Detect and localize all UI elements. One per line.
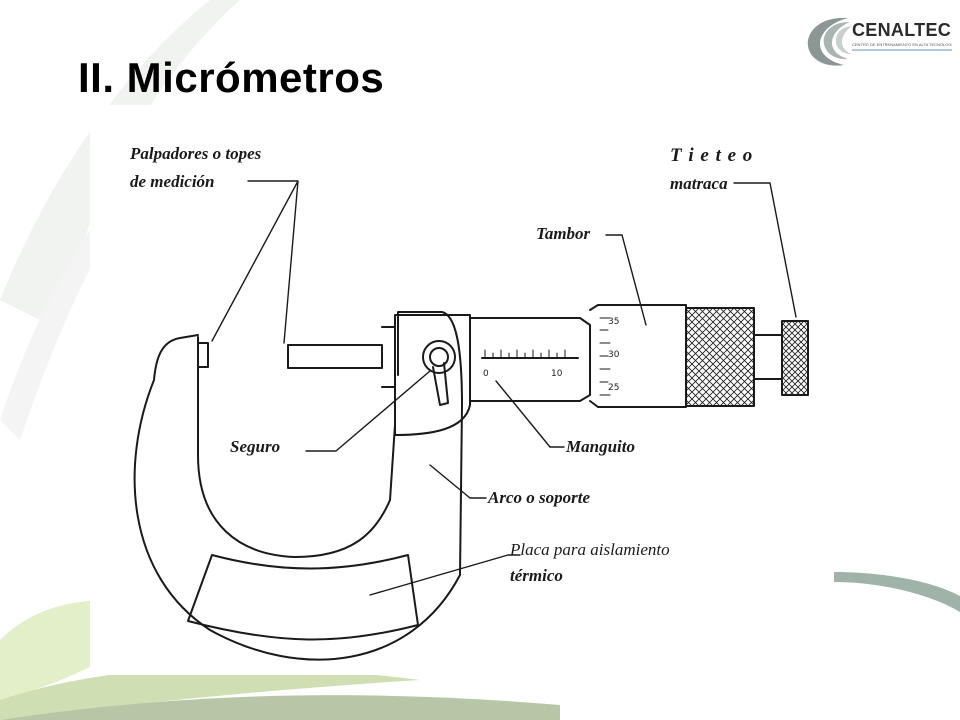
label-manguito: Manguito <box>566 437 635 456</box>
label-tambor: Tambor <box>536 224 591 243</box>
sleeve-mark-10: 10 <box>551 369 563 379</box>
sleeve <box>469 317 591 402</box>
lock-knob <box>429 347 449 367</box>
lock-ring <box>422 340 456 374</box>
spindle <box>287 344 383 369</box>
label-trinquete-line1: T i e t e o <box>670 145 754 166</box>
logo-subtitle: CENTRO DE ENTRENAMIENTO EN ALTA TECNOLOG… <box>852 42 952 47</box>
ratchet-shaft <box>753 334 783 380</box>
leader-seguro <box>305 370 431 452</box>
label-trinquete-line2: matraca <box>670 174 728 193</box>
ratchet-cap <box>781 320 809 396</box>
cenaltec-logo-icon <box>807 17 952 66</box>
label-arco: Arco o soporte <box>488 488 590 507</box>
thimble-mark-35: 35 <box>608 317 620 327</box>
insulation-plate <box>187 554 419 641</box>
thimble-mark-25: 25 <box>608 383 620 393</box>
label-seguro: Seguro <box>230 437 281 456</box>
leader-manguito <box>495 380 565 448</box>
leader-matraca <box>733 182 797 318</box>
leader-tambor <box>605 234 647 326</box>
micrometer-drawing <box>133 180 809 661</box>
label-placa-line2: térmico <box>510 566 563 585</box>
leader-palpadores <box>211 180 299 344</box>
leader-placa <box>369 554 521 596</box>
logo-name: CENALTEC <box>852 20 952 40</box>
slide-title: II. Micrómetros <box>78 54 385 101</box>
spindle-collar <box>381 326 396 388</box>
sleeve-mark-0: 0 <box>483 369 489 379</box>
label-placa-line1: Placa para aislamiento <box>510 540 670 559</box>
micrometer-diagram: 35 30 25 0 10 Palpadores o topes de medi… <box>90 105 834 675</box>
label-palpadores-line2: de medición <box>130 172 215 191</box>
label-palpadores-line1: Palpadores o topes <box>130 144 262 163</box>
leader-arco <box>429 464 487 499</box>
thimble-mark-30: 30 <box>608 350 620 360</box>
lock-lever <box>432 362 449 406</box>
frame-outline <box>133 311 463 661</box>
anvil <box>197 342 209 368</box>
knurled-barrel <box>685 307 755 407</box>
frame-inner <box>197 336 396 558</box>
frame-body <box>394 314 471 436</box>
